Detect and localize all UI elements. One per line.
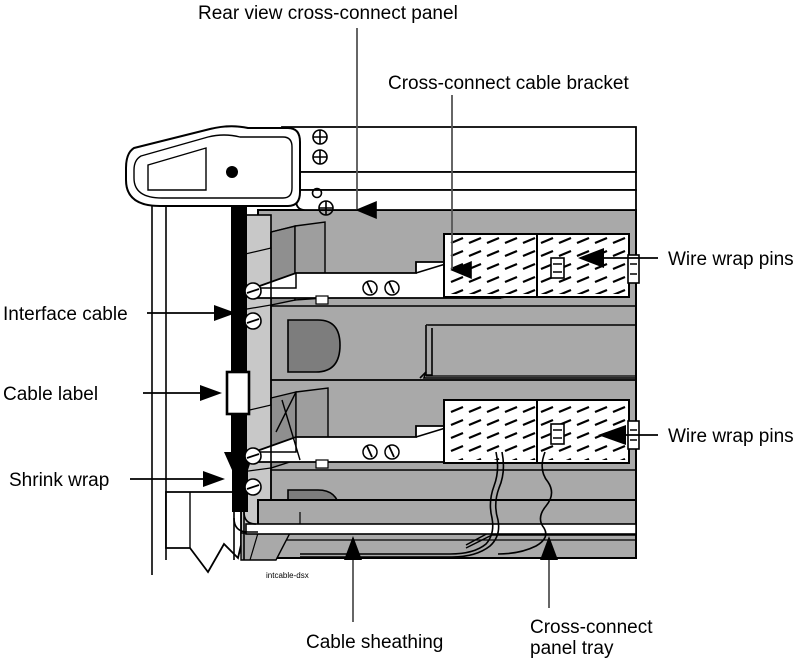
leader-lines [130, 28, 658, 622]
label-cross-connect-cable-bracket: Cross-connect cable bracket [388, 73, 629, 94]
cross-connect-wire-strands [300, 451, 553, 558]
label-shrink-wrap: Shrink wrap [9, 470, 109, 491]
upper-cable-exit [287, 319, 341, 373]
cable-management-handle [125, 125, 301, 207]
panel-top-rail [281, 126, 637, 216]
figure-caption-code: intcable-dsx [266, 571, 309, 580]
bracket-slot-screw-icons [362, 280, 400, 296]
label-interface-cable: Interface cable [3, 304, 128, 325]
panel-middle-step [271, 324, 636, 381]
panel-left-rail-foot [165, 491, 242, 574]
wire-wrap-pin-blocks-upper [443, 233, 640, 298]
handle-lower-tail [151, 206, 167, 575]
bracket-slot-screw-icons-lower [362, 444, 400, 460]
left-strip-screw-icons [244, 282, 262, 496]
label-wire-wrap-pins-upper: Wire wrap pins [668, 249, 794, 270]
label-cable-label: Cable label [3, 384, 98, 405]
label-rear-view-cross-connect-panel: Rear view cross-connect panel [198, 3, 458, 24]
cable-sheathing-run [245, 523, 637, 535]
cable-label-marker [225, 370, 251, 416]
handle-dot-icon [226, 166, 238, 178]
rail-screw-icons [312, 129, 334, 216]
upper-bay [240, 221, 636, 400]
label-wire-wrap-pins-lower: Wire wrap pins [668, 426, 794, 447]
interface-cable [224, 206, 254, 560]
panel-struts [270, 225, 301, 461]
label-cross-connect-panel-tray-line2: panel tray [530, 638, 614, 659]
shelf-tab-upper [315, 295, 329, 305]
shrink-wrap-marker [224, 452, 254, 512]
shelf-tab-lower [315, 459, 329, 469]
label-cross-connect-panel-tray-line1: Cross-connect [530, 617, 653, 638]
rail-hole-icon [311, 187, 323, 199]
wire-wrap-pin-blocks-lower [443, 399, 640, 464]
cable-bend-lower-left [233, 511, 258, 533]
label-cable-sheathing: Cable sheathing [306, 632, 443, 653]
